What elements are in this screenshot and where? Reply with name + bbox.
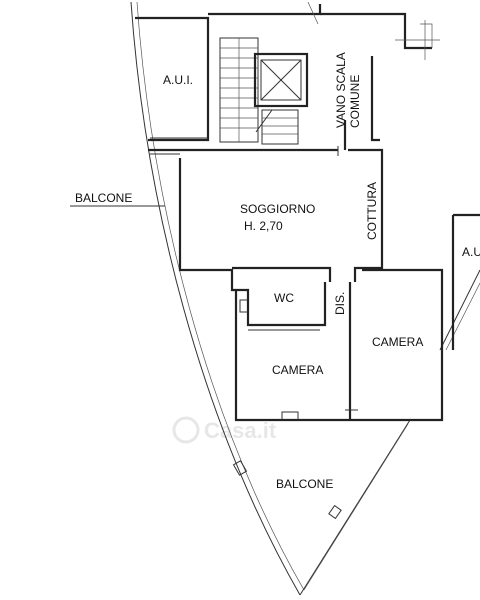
label-vano-scala: VANO SCALA bbox=[334, 52, 348, 128]
label-soggiorno-height: H. 2,70 bbox=[244, 219, 283, 233]
balcony-door-mark-1 bbox=[232, 460, 248, 476]
label-soggiorno: SOGGIORNO bbox=[240, 202, 315, 216]
stair-block bbox=[208, 4, 322, 145]
watermark: Casa.it bbox=[172, 416, 277, 444]
elevator bbox=[253, 52, 309, 108]
label-balcone-bottom: BALCONE bbox=[276, 477, 333, 491]
balcony-bottom-diagonal-inner bbox=[303, 423, 409, 591]
balcony-door-mark-2 bbox=[328, 504, 342, 520]
label-balcone-left: BALCONE bbox=[75, 191, 132, 205]
label-wc: WC bbox=[274, 291, 294, 305]
soggiorno-walls bbox=[148, 148, 384, 282]
stair-hall-detail bbox=[420, 23, 433, 48]
label-cottura: COTTURA bbox=[365, 182, 379, 240]
aui-top-walls bbox=[135, 16, 210, 142]
label-camera-right: CAMERA bbox=[372, 335, 423, 349]
outer-curve-inner bbox=[136, 1, 305, 591]
watermark-text: Casa.it bbox=[204, 418, 277, 443]
right-diagonal-inner bbox=[445, 282, 480, 351]
label-aui-top: A.U.I. bbox=[163, 73, 193, 87]
stair-hall-walls bbox=[320, 12, 432, 150]
column-mark bbox=[307, 1, 319, 25]
label-comune: COMUNE bbox=[348, 75, 362, 128]
camera-left-door bbox=[281, 411, 299, 420]
wc-door bbox=[239, 299, 248, 313]
balcony-bottom-diagonal bbox=[299, 419, 411, 596]
right-diagonal bbox=[439, 269, 480, 351]
aui-right-walls bbox=[451, 213, 480, 350]
label-dis: DIS. bbox=[333, 292, 347, 315]
label-camera-left: CAMERA bbox=[272, 363, 323, 377]
outer-curve bbox=[130, 1, 301, 596]
label-aui-right: A.U.I. bbox=[462, 245, 480, 259]
lower-flat-walls bbox=[230, 268, 444, 422]
